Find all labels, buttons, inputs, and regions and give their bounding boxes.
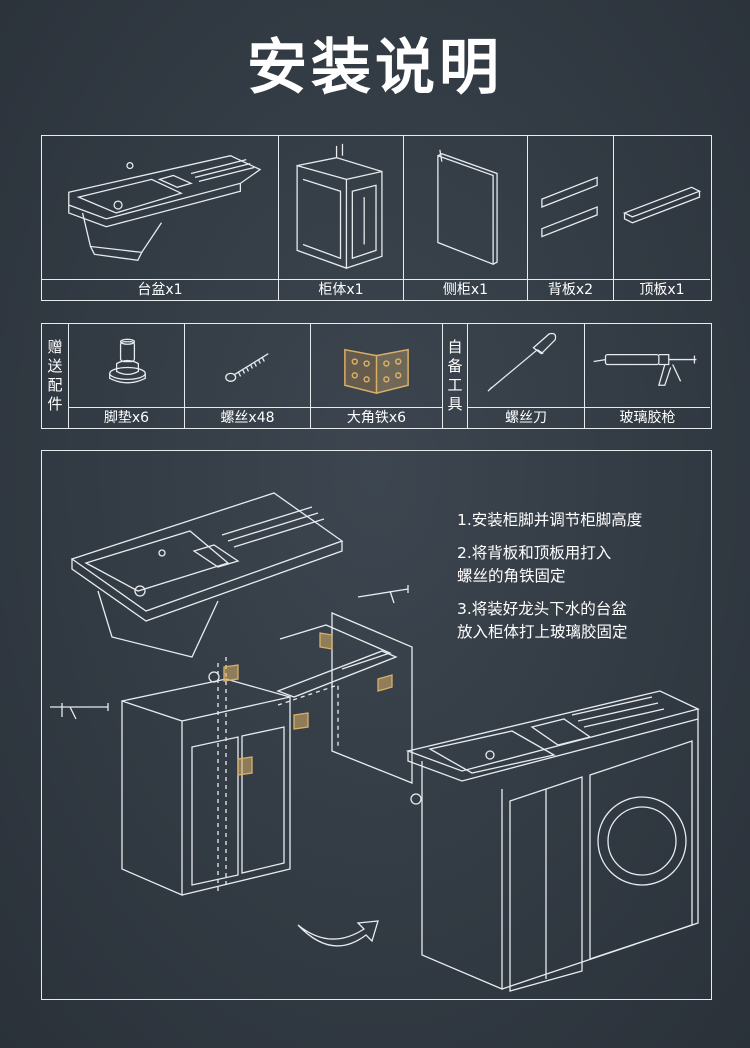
part-cell-cabinet: 柜体x1 bbox=[279, 136, 404, 300]
backboard-drawing bbox=[528, 136, 613, 279]
gift-label-bracket: 大角铁x6 bbox=[311, 407, 442, 428]
tag-char: 具 bbox=[447, 395, 463, 413]
gift-cell-footpad: 脚垫x6 bbox=[69, 324, 185, 428]
tag-char: 自 bbox=[447, 338, 463, 356]
step-3-line-2: 放入柜体打上玻璃胶固定 bbox=[457, 623, 628, 641]
step-2-line-1: 2.将背板和顶板用打入 bbox=[457, 544, 612, 562]
part-cell-top: 顶板x1 bbox=[614, 136, 710, 300]
tag-char: 赠 bbox=[47, 338, 63, 356]
tag-char: 备 bbox=[447, 357, 463, 375]
top-board-drawing bbox=[614, 136, 710, 279]
side-cabinet-drawing bbox=[404, 136, 527, 279]
installation-diagram bbox=[50, 492, 700, 992]
tool-cell-screwdriver: 螺丝刀 bbox=[468, 324, 585, 428]
part-label-side: 侧柜x1 bbox=[404, 279, 527, 300]
part-cell-backboard: 背板x2 bbox=[528, 136, 614, 300]
gift-label-footpad: 脚垫x6 bbox=[69, 407, 184, 428]
installation-steps: 1.安装柜脚并调节柜脚高度 2.将背板和顶板用打入 螺丝的角铁固定 3.将装好龙… bbox=[457, 509, 707, 654]
step-1-line-1: 1.安装柜脚并调节柜脚高度 bbox=[457, 511, 643, 529]
installation-panel: 1.安装柜脚并调节柜脚高度 2.将背板和顶板用打入 螺丝的角铁固定 3.将装好龙… bbox=[41, 450, 712, 1000]
page-title: 安装说明 bbox=[247, 33, 503, 103]
step-2: 2.将背板和顶板用打入 螺丝的角铁固定 bbox=[457, 542, 707, 588]
gift-cell-screw: 螺丝x48 bbox=[185, 324, 311, 428]
caulk-gun-icon bbox=[585, 324, 710, 407]
own-tools-tag: 自 备 工 具 bbox=[443, 324, 468, 428]
part-cell-basin: 台盆x1 bbox=[42, 136, 279, 300]
part-label-cabinet: 柜体x1 bbox=[279, 279, 403, 300]
step-3-line-1: 3.将装好龙头下水的台盆 bbox=[457, 600, 627, 618]
tag-char: 件 bbox=[47, 395, 63, 413]
gift-accessories-tag: 赠 送 配 件 bbox=[42, 324, 69, 428]
angle-bracket-icon bbox=[311, 324, 442, 407]
tool-label-screwdriver: 螺丝刀 bbox=[468, 407, 584, 428]
part-label-top: 顶板x1 bbox=[614, 279, 710, 300]
gift-label-screw: 螺丝x48 bbox=[185, 407, 310, 428]
tool-cell-caulk-gun: 玻璃胶枪 bbox=[585, 324, 710, 428]
cabinet-body-drawing bbox=[279, 136, 403, 279]
tag-char: 工 bbox=[447, 376, 463, 394]
accessories-table: 赠 送 配 件 脚垫x6 螺丝x48 bbox=[41, 323, 712, 429]
screw-icon bbox=[185, 324, 310, 407]
tool-label-caulk-gun: 玻璃胶枪 bbox=[585, 407, 710, 428]
part-cell-side: 侧柜x1 bbox=[404, 136, 528, 300]
step-1: 1.安装柜脚并调节柜脚高度 bbox=[457, 509, 707, 532]
basin-countertop-drawing bbox=[42, 136, 278, 279]
tag-char: 送 bbox=[47, 357, 63, 375]
gift-cell-bracket: 大角铁x6 bbox=[311, 324, 443, 428]
part-label-basin: 台盆x1 bbox=[42, 279, 278, 300]
part-label-backboard: 背板x2 bbox=[528, 279, 613, 300]
step-2-line-2: 螺丝的角铁固定 bbox=[457, 567, 566, 585]
foot-pad-icon bbox=[69, 324, 184, 407]
parts-table: 台盆x1 柜体x1 侧柜x1 bbox=[41, 135, 712, 301]
tag-char: 配 bbox=[47, 376, 63, 394]
step-3: 3.将装好龙头下水的台盆 放入柜体打上玻璃胶固定 bbox=[457, 598, 707, 644]
screwdriver-icon bbox=[468, 324, 584, 407]
